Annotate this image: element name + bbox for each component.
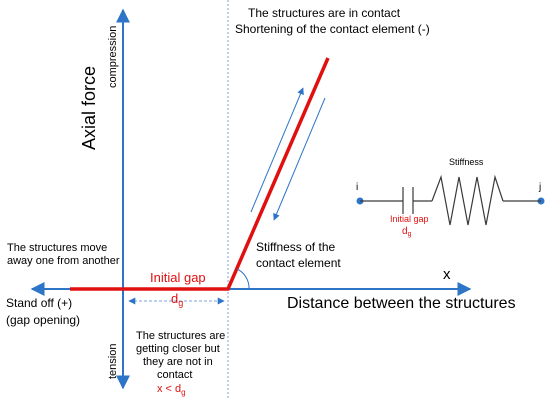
node-j-label: j <box>538 182 541 193</box>
contact-element-schematic <box>356 174 545 226</box>
move-away-line1: The structures move <box>7 242 107 254</box>
stiffness-angle-arc <box>236 268 250 290</box>
gap-symbol: dg <box>171 291 183 308</box>
element-gap-label: Initial gap <box>390 214 429 224</box>
spring-icon <box>431 174 504 226</box>
closer-line4: contact <box>157 369 192 381</box>
top-text-line2: Shortening of the contact element (-) <box>235 22 430 36</box>
standoff-line2: (gap opening) <box>6 313 80 327</box>
x-axis-symbol: x <box>443 266 451 283</box>
x-axis-title: Distance between the structures <box>287 295 516 312</box>
stiffness-label: Stiffness <box>449 157 484 167</box>
closer-line3: they are not in <box>143 356 213 368</box>
y-axis-label: Axial force <box>79 66 99 150</box>
node-i-label: i <box>356 182 358 193</box>
force-displacement-curve <box>70 57 330 291</box>
unloading-arrow <box>273 97 326 221</box>
element-gap-symbol: dg <box>402 226 412 238</box>
gap-condition: x < dg <box>157 383 186 397</box>
initial-gap-label: Initial gap <box>150 270 206 285</box>
slope-label-line2: contact element <box>256 256 341 270</box>
top-text-line1: The structures are in contact <box>248 6 401 20</box>
tension-label: tension <box>107 344 119 379</box>
closer-line1: The structures are <box>136 330 225 342</box>
closer-line2: getting closer but <box>136 343 220 355</box>
compression-label: compression <box>107 26 119 88</box>
standoff-line1: Stand off (+) <box>6 296 72 310</box>
loading-arrow <box>250 87 304 213</box>
slope-label-line1: Stiffness of the <box>256 240 335 254</box>
move-away-line2: away one from another <box>7 255 120 267</box>
